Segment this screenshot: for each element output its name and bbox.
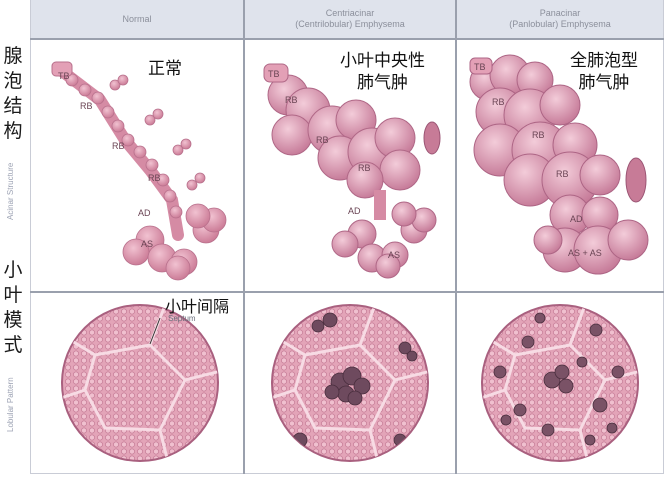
label-rb3: RB [556, 169, 569, 179]
septum-pointer [149, 317, 161, 345]
column-header-panacinar: Panacinar (Panlobular) Emphysema [457, 0, 663, 38]
label-ad: AD [348, 206, 361, 216]
centriacinar-lobule-illustration [271, 304, 429, 462]
label-rb1: RB [492, 97, 505, 107]
normal-acinus-illustration [51, 61, 227, 281]
label-tb: TB [474, 62, 486, 72]
label-ad: AD [138, 208, 151, 218]
label-ad: AD [570, 214, 583, 224]
normal-lobule-illustration [61, 304, 219, 462]
label-tb: TB [58, 71, 70, 81]
row-divider [30, 291, 664, 293]
column-divider [243, 0, 245, 474]
title-centriacinar-cn: 小叶中央性 肺气肿 [340, 51, 425, 93]
centriacinar-acinus-illustration [263, 63, 441, 279]
label-rb3: RB [148, 173, 161, 183]
title-panacinar-cn: 全肺泡型 肺气肿 [570, 51, 638, 93]
label-rb2: RB [112, 141, 125, 151]
label-as: AS [141, 239, 153, 249]
label-rb1: RB [80, 101, 93, 111]
column-divider [455, 0, 457, 474]
label-rb1: RB [285, 95, 298, 105]
row-label-acinar-cn: 腺 泡 结 构 [3, 45, 23, 142]
column-header-centriacinar: Centriacinar (Centrilobular) Emphysema [245, 0, 455, 38]
label-rb2: RB [532, 130, 545, 140]
column-header-normal: Normal [31, 0, 243, 38]
panacinar-lobule-illustration [481, 304, 639, 462]
septum-label-en: Septum [168, 314, 196, 323]
label-rb2: RB [316, 135, 329, 145]
label-rb3: RB [358, 163, 371, 173]
septum-label-cn: 小叶间隔 [165, 297, 230, 316]
row-divider [30, 38, 664, 40]
panacinar-acinus-illustration [469, 54, 649, 275]
title-normal-cn: 正常 [148, 59, 182, 79]
row-label-lobular-cn: 小 叶 模 式 [3, 259, 23, 356]
label-as: AS [388, 250, 400, 260]
label-as-plus-as: AS + AS [568, 248, 602, 258]
label-tb: TB [268, 69, 280, 79]
